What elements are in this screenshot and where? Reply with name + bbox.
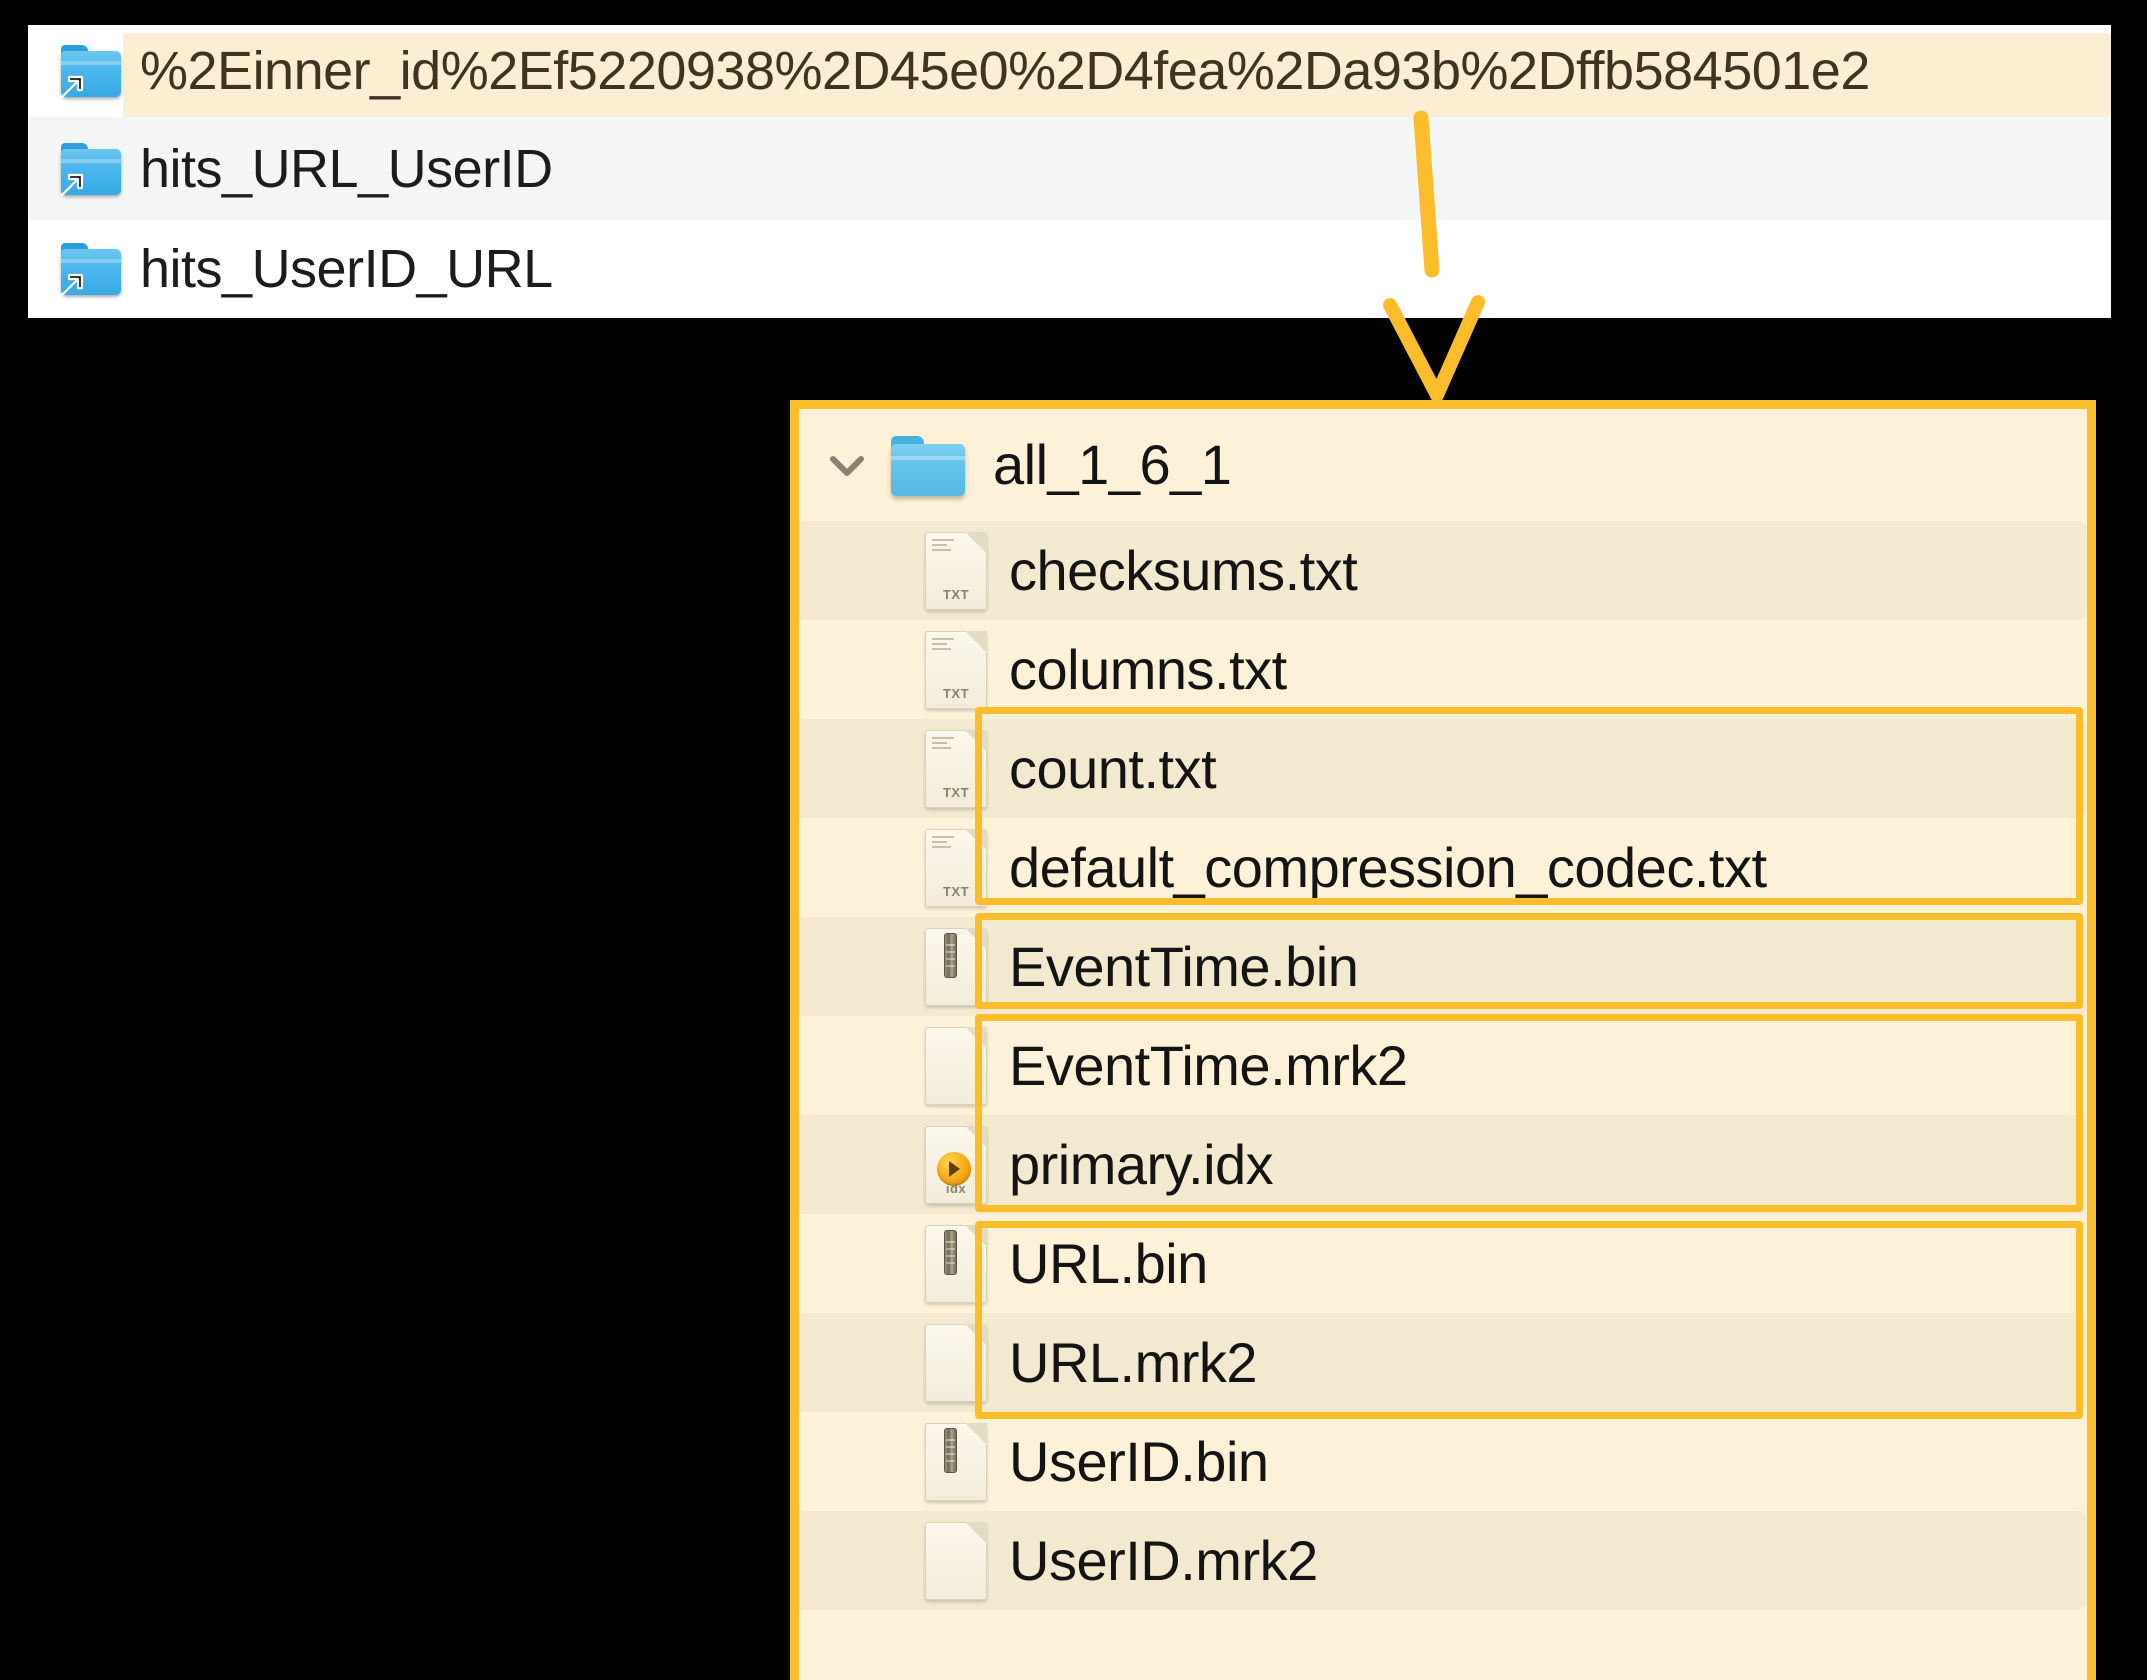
- bin-file-icon: [925, 1422, 987, 1501]
- txt-file-icon: TXT: [925, 828, 987, 907]
- directory-row[interactable]: all_1_6_1: [799, 409, 2087, 521]
- alias-arrow-icon: [60, 273, 84, 297]
- file-name: EventTime.mrk2: [1009, 1033, 1408, 1097]
- file-icon-tag: idx: [945, 1180, 967, 1196]
- symlink-folder-list: %2Einner_id%2Ef5220938%2D45e0%2D4fea%2Da…: [28, 25, 2111, 318]
- file-icon-tag: TXT: [942, 586, 970, 602]
- bin-file-icon: [925, 927, 987, 1006]
- folder-alias-icon: [58, 43, 126, 99]
- file-name: checksums.txt: [1009, 538, 1358, 602]
- list-item[interactable]: %2Einner_id%2Ef5220938%2D45e0%2D4fea%2Da…: [28, 25, 2111, 118]
- file-name: EventTime.bin: [1009, 934, 1359, 998]
- file-row[interactable]: URL.mrk2: [799, 1313, 2087, 1412]
- file-row[interactable]: URL.bin: [799, 1214, 2087, 1313]
- file-row[interactable]: UserID.mrk2: [799, 1511, 2087, 1610]
- chevron-down-icon[interactable]: [821, 439, 873, 491]
- part-directory-panel: all_1_6_1 TXT checksums.txt TXT columns.…: [790, 400, 2096, 1680]
- idx-file-icon: idx: [925, 1125, 987, 1204]
- file-name: UserID.mrk2: [1009, 1528, 1318, 1592]
- file-icon-tag: TXT: [942, 685, 970, 701]
- alias-arrow-icon: [60, 75, 84, 99]
- bin-file-icon: [925, 1224, 987, 1303]
- file-name: UserID.bin: [1009, 1429, 1269, 1493]
- blank-file-icon: [925, 1026, 987, 1105]
- file-row[interactable]: UserID.bin: [799, 1412, 2087, 1511]
- file-row[interactable]: TXT default_compression_codec.txt: [799, 818, 2087, 917]
- txt-file-icon: TXT: [925, 531, 987, 610]
- list-item[interactable]: hits_UserID_URL: [28, 220, 2111, 318]
- alias-arrow-icon: [60, 173, 84, 197]
- folder-alias-icon: [58, 141, 126, 197]
- txt-file-icon: TXT: [925, 729, 987, 808]
- file-row[interactable]: TXT checksums.txt: [799, 521, 2087, 620]
- txt-file-icon: TXT: [925, 630, 987, 709]
- list-item-label: hits_UserID_URL: [140, 239, 553, 299]
- file-name: URL.mrk2: [1009, 1330, 1258, 1394]
- blank-file-icon: [925, 1323, 987, 1402]
- file-name: URL.bin: [1009, 1231, 1208, 1295]
- file-row[interactable]: EventTime.bin: [799, 917, 2087, 1016]
- folder-icon: [889, 434, 967, 496]
- list-item-label: hits_URL_UserID: [140, 138, 553, 199]
- file-row[interactable]: idx primary.idx: [799, 1115, 2087, 1214]
- file-name: columns.txt: [1009, 637, 1287, 701]
- list-item-label: %2Einner_id%2Ef5220938%2D45e0%2D4fea%2Da…: [140, 41, 1870, 101]
- directory-label: all_1_6_1: [993, 433, 1232, 496]
- file-row[interactable]: TXT columns.txt: [799, 620, 2087, 719]
- file-icon-tag: TXT: [942, 883, 970, 899]
- file-icon-tag: TXT: [942, 784, 970, 800]
- file-name: primary.idx: [1009, 1132, 1274, 1196]
- list-item[interactable]: hits_URL_UserID: [28, 117, 2111, 220]
- blank-file-icon: [925, 1521, 987, 1600]
- file-row[interactable]: EventTime.mrk2: [799, 1016, 2087, 1115]
- folder-alias-icon: [58, 241, 126, 297]
- file-name: count.txt: [1009, 736, 1217, 800]
- row-highlight: [123, 33, 2111, 118]
- file-row[interactable]: TXT count.txt: [799, 719, 2087, 818]
- file-name: default_compression_codec.txt: [1009, 835, 1767, 899]
